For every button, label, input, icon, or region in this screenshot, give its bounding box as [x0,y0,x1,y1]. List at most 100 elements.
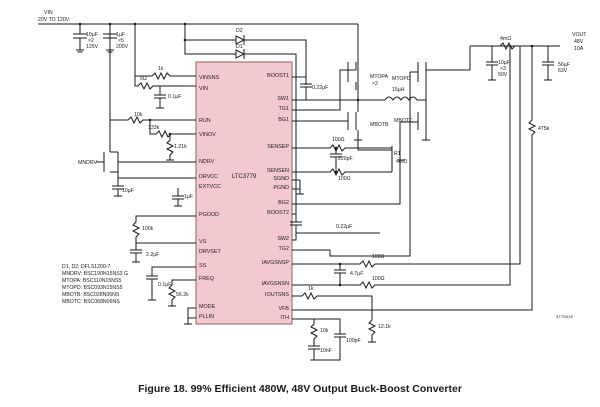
pin-vinsns: VINSNS [199,75,219,81]
boost2-capacitor: 0.22µF [290,214,380,241]
component-label: 5Ω [140,76,147,82]
vin-label: VIN [44,10,53,16]
component-label: 220pF [338,156,353,162]
extvcc-capacitor: 1µF [172,188,193,207]
pin-ioutsns: IOUTSNS [265,292,289,298]
component-label: 133k [148,125,160,131]
component-label: MTOPA: BSC110N15NS5 [62,278,122,284]
figure-caption: Figure 18. 99% Efficient 480W, 48V Outpu… [138,383,462,395]
component-label: 100pF [346,338,361,344]
boost1-capacitor: 0.22µF [292,76,328,101]
pgood-pullup: 100k 2.2µF [130,215,196,263]
pin-tg2: TG2 [279,246,289,252]
component-label: MBOTB: BSC028N06NS [62,292,120,298]
component-label: 15µH [392,87,405,93]
component-label: 2.2µF [146,252,159,258]
component-label: MTOPD [392,76,411,82]
input-capacitor-2: 1µF ×5 200V [103,24,129,53]
component-label: 0.1µF [168,94,181,100]
component-label: MNDRV: BSC190N15NS3 G [62,271,128,277]
ic-name: LTC3779 [232,174,257,180]
output-rail: 4mΩ VOUT 48V 10A 10µF ×3 50V 56µF 63V 47… [292,32,587,311]
inductor-l1: 15µH [384,87,426,101]
component-label: 1k [308,286,314,292]
component-label: ×5 [118,38,124,44]
pin-sensep: SENSEP [267,144,289,150]
component-label: D2 [236,28,243,34]
component-label: 1µF [116,32,125,38]
vout-label: VOUT [572,32,587,38]
pin-vfb: VFB [279,306,290,312]
component-label: 200V [116,44,129,50]
component-label: D1 [236,44,243,50]
component-label: 48V [574,39,584,45]
pin-ith: ITH [280,315,289,321]
pin-drvcc: DRVCC [199,174,218,180]
pin-ndrv: NDRV [199,159,215,165]
component-label: 1µF [184,194,193,200]
component-label: ×2 [88,38,94,44]
component-label: 4mΩ [396,159,407,165]
component-label: 10µF [498,60,510,66]
bom-list: D1, D2: DFLS1200-7 MNDRV: BSC190N15NS3 G… [62,264,128,305]
component-label: ×2 [372,81,378,87]
pin-pllin: PLLIN [199,314,214,320]
component-label: 50V [498,72,508,78]
pin-pgood: PGOOD [199,212,219,218]
vin-range-label: 20V TO 120V [38,17,70,23]
component-label: MTOPA [370,74,389,80]
ic-left-pins: VINSNS VIN RUN VINOV NDRV DRVCC EXTVCC P… [199,75,221,320]
figure-code: 37791f18 [556,314,573,319]
component-label: MNDRV [78,160,97,166]
pin-vs: VS [199,239,207,245]
pin-iavgsnsp: IAVGSNSP [262,260,290,266]
component-label: MBOTC: BSC068N06NS [62,299,120,305]
component-label: 4mΩ [500,36,511,42]
pin-vinov: VINOV [199,132,216,138]
pin-sw2: SW2 [277,236,289,242]
input-capacitor-1: 10µF ×2 125V [73,24,99,53]
pin-sw1: SW1 [277,96,289,102]
component-label: 0.1µF [158,282,171,288]
iavg-sense-network: 100Ω 100Ω 4.7µF 1k 12.1k [292,46,521,343]
component-label: MBOTB [370,122,389,128]
pin-ss: SS [199,263,207,269]
pin-pgnd: PGND [273,185,289,191]
component-label: 100k [142,226,154,232]
ss-freq-network: 0.1µF 56.2k [146,266,196,325]
component-label: 10µF [86,32,98,38]
component-label: 100Ω [332,137,345,143]
mosfet-mbotc: MBOTC [292,100,430,205]
pin-bg1: BG1 [278,117,289,123]
resistor-1k-vinsns: 1k [134,24,196,81]
component-label: 10nF [320,348,332,354]
mosfet-mbotb: MBOTB [292,98,389,141]
component-label: 125V [86,44,99,50]
pin-sensen: SENSEN [267,168,289,174]
mosfet-mndrv: MNDRV 10µF [78,24,196,197]
component-label: 4.7µF [350,271,363,277]
component-label: 56µF [558,62,570,68]
component-label: MBOTC [394,118,413,124]
sense-resistor: R1 4mΩ 100Ω 220pF 100Ω [292,137,407,195]
pin-boost2: BOOST2 [267,210,289,216]
component-label: 1k [158,66,164,72]
mosfet-mtopa: MTOPA ×2 [292,62,389,111]
pin-freq: FREQ [199,276,214,282]
pin-bg2: BG2 [278,200,289,206]
compensation-network: 10k 10nF 100pF 37791f18 [292,314,573,361]
resistor-5ohm-vin: 5Ω 0.1µF [134,76,196,109]
run-divider: 10k 133k 1.21k [109,110,196,161]
component-label: 10k [320,328,329,334]
component-label: 1.21k [174,144,187,150]
pin-sgnd: SGND [273,176,289,182]
component-label: D1, D2: DFLS1200-7 [62,264,111,270]
component-label: MTOPD: BSC093N15NS5 [62,285,123,291]
ic-right-pins: BOOST1 SW1 TG1 BG1 SENSEP SENSEN SGND PG… [262,73,290,321]
component-label: 0.22µF [336,224,352,230]
component-label: ×3 [500,66,506,72]
component-label: 10µF [122,188,134,194]
component-label: 475k [538,126,550,132]
diode-d1: D1 [183,38,297,215]
